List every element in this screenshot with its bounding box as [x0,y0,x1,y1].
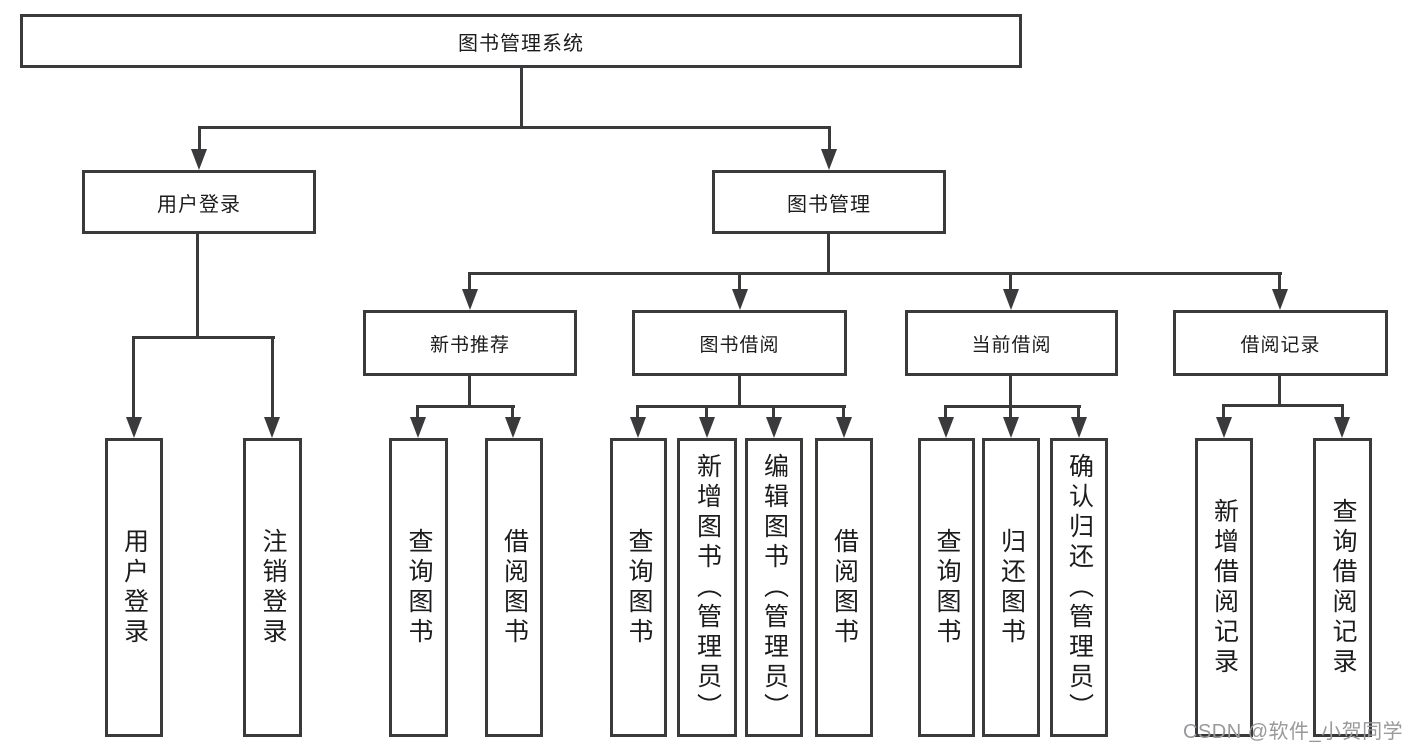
arrow-down-icon [1071,417,1087,438]
connector-line [511,405,514,419]
leaf-query-books-2: 查询图书 [610,438,667,737]
connector-line [636,405,846,408]
connector-line [944,405,1081,408]
node-label: 新书推荐 [429,334,510,356]
node-book-management: 图书管理 [712,170,946,234]
connector-line [132,336,275,339]
connector-line [828,126,831,154]
connector-line [196,234,199,339]
connector-line [468,272,471,292]
arrow-down-icon [410,417,426,438]
connector-line [772,405,775,419]
leaf-confirm-return-admin: 确认归还（管理员） [1050,438,1108,737]
connector-line [1278,272,1281,292]
leaf-borrow-books-2: 借阅图书 [815,438,873,737]
node-label: 用户登录 [157,193,241,216]
node-book-borrowing: 图书借阅 [632,310,847,376]
connector-line [705,405,708,419]
node-label: 图书借阅 [699,334,780,356]
arrow-down-icon [938,417,954,438]
arrow-down-icon [630,417,646,438]
connector-line [827,234,830,274]
connector-line [636,405,639,419]
connector-line [468,272,1282,275]
connector-line [842,405,845,419]
leaf-borrow-books: 借阅图书 [485,438,543,737]
arrow-down-icon [732,289,748,310]
node-label: 图书管理系统 [458,32,584,55]
node-label: 图书管理 [787,193,871,216]
connector-line [944,405,947,419]
arrow-down-icon [1334,417,1350,438]
leaf-add-borrow-record: 新增借阅记录 [1195,438,1253,737]
connector-line [1009,376,1012,408]
arrow-down-icon [821,149,837,170]
connector-line [132,336,135,420]
arrow-down-icon [462,289,478,310]
leaf-query-borrow-record: 查询借阅记录 [1313,438,1372,737]
connector-line [416,405,515,408]
connector-line [416,405,419,419]
leaf-query-books: 查询图书 [389,438,448,737]
leaf-add-book-admin: 新增图书（管理员） [677,438,737,737]
connector-line [468,376,471,408]
connector-line [271,336,274,420]
connector-line [198,126,201,154]
node-new-book-recommendation: 新书推荐 [363,310,577,376]
connector-line [738,376,741,408]
connector-line [1223,404,1344,407]
connector-line [1222,404,1225,419]
connector-line [1009,405,1012,419]
node-current-borrowing: 当前借阅 [905,310,1118,376]
connector-line [738,272,741,292]
arrow-down-icon [699,417,715,438]
watermark-text: CSDN @软件_小贺同学 [1183,721,1404,743]
arrow-down-icon [505,417,521,438]
node-label: 借阅记录 [1240,334,1321,356]
connector-line [1341,404,1344,419]
connector-line [1009,272,1012,292]
arrow-down-icon [264,417,280,438]
connector-line [1077,405,1080,419]
arrow-down-icon [126,417,142,438]
arrow-down-icon [1003,289,1019,310]
leaf-query-books-3: 查询图书 [918,438,975,737]
leaf-user-login: 用户登录 [105,438,163,737]
node-label: 当前借阅 [971,334,1052,356]
leaf-edit-book-admin: 编辑图书（管理员） [745,438,803,737]
connector-line [1278,376,1281,407]
arrow-down-icon [836,417,852,438]
connector-line [198,126,831,129]
arrow-down-icon [191,149,207,170]
node-library-management-system: 图书管理系统 [20,14,1022,68]
leaf-return-books: 归还图书 [982,438,1040,737]
node-user-login: 用户登录 [82,170,316,234]
arrow-down-icon [1272,289,1288,310]
node-borrowing-records: 借阅记录 [1173,310,1388,376]
arrow-down-icon [1216,417,1232,438]
arrow-down-icon [766,417,782,438]
leaf-logout: 注销登录 [243,438,302,737]
arrow-down-icon [1003,417,1019,438]
connector-line [520,68,523,128]
